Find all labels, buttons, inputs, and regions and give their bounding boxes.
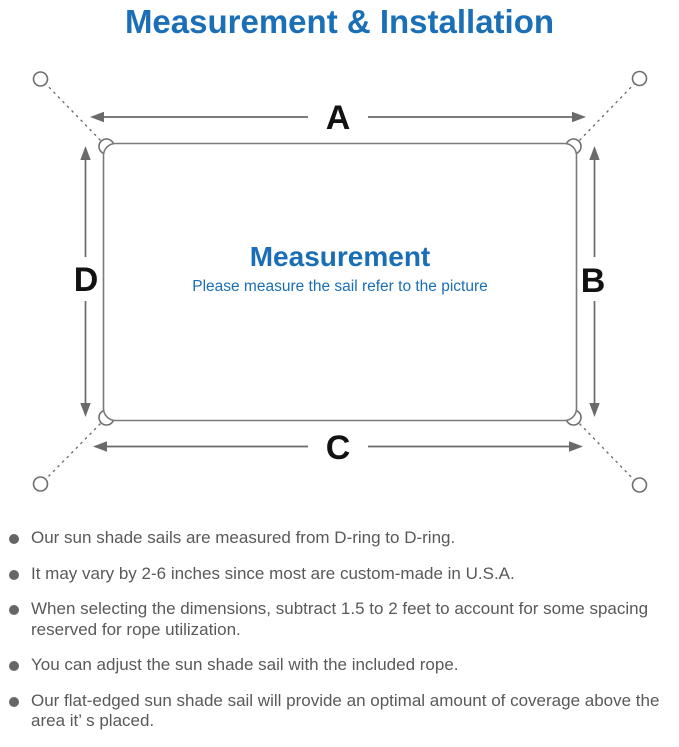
note-text: Our sun shade sails are measured from D-…: [31, 528, 456, 547]
anchor-ring-icon-top-right: [631, 70, 648, 87]
notes-list: Our sun shade sails are measured from D-…: [9, 528, 669, 747]
bullet-icon: [9, 534, 19, 544]
arrowhead-left-icon: [93, 441, 107, 452]
diagram-center-text: Measurement Please measure the sail refe…: [103, 241, 577, 296]
list-item: You can adjust the sun shade sail with t…: [9, 655, 669, 676]
arrowhead-down-icon: [589, 403, 600, 417]
bullet-icon: [9, 696, 19, 707]
dotted-line-top-right: [574, 79, 639, 146]
diagram-heading: Measurement: [249, 241, 431, 272]
dim-label-d: D: [74, 261, 99, 299]
bullet-icon: [9, 569, 19, 580]
dotted-line-top-left: [41, 79, 106, 146]
page-title: Measurement & Installation: [124, 3, 555, 40]
list-item: Our sun shade sails are measured from D-…: [9, 528, 669, 549]
note-text: You can adjust the sun shade sail with t…: [31, 655, 459, 674]
note-text: It may vary by 2-6 inches since most are…: [31, 563, 515, 583]
anchor-ring-icon-bottom-left: [32, 476, 49, 492]
sail-outline: [102, 142, 578, 422]
dim-label-b: B: [581, 262, 606, 300]
anchor-ring-icon-top-left: [32, 71, 49, 87]
arrowhead-right-icon: [572, 111, 586, 123]
dim-label-a: A: [326, 99, 351, 137]
dotted-line-bottom-right: [574, 418, 639, 485]
list-item: Our flat-edged sun shade sail will provi…: [9, 691, 669, 732]
arrowhead-down-icon: [80, 403, 91, 417]
list-item: It may vary by 2-6 inches since most are…: [9, 564, 669, 585]
bullet-icon: [9, 661, 19, 671]
arrowhead-up-icon: [80, 146, 91, 160]
dotted-line-bottom-left: [41, 418, 106, 484]
arrowhead-up-icon: [589, 146, 600, 160]
anchor-ring-icon-bottom-right: [631, 477, 648, 493]
bullet-icon: [9, 605, 19, 615]
arrowhead-left-icon: [90, 111, 104, 123]
list-item: When selecting the dimensions, subtract …: [9, 599, 669, 640]
note-text: Our flat-edged sun shade sail will provi…: [31, 690, 660, 731]
diagram-subtext: Please measure the sail refer to the pic…: [192, 278, 488, 295]
measurement-diagram: A B C D: [32, 70, 648, 493]
arrowhead-right-icon: [569, 441, 583, 452]
dim-label-c: C: [326, 429, 351, 467]
note-text: When selecting the dimensions, subtract …: [31, 599, 649, 639]
